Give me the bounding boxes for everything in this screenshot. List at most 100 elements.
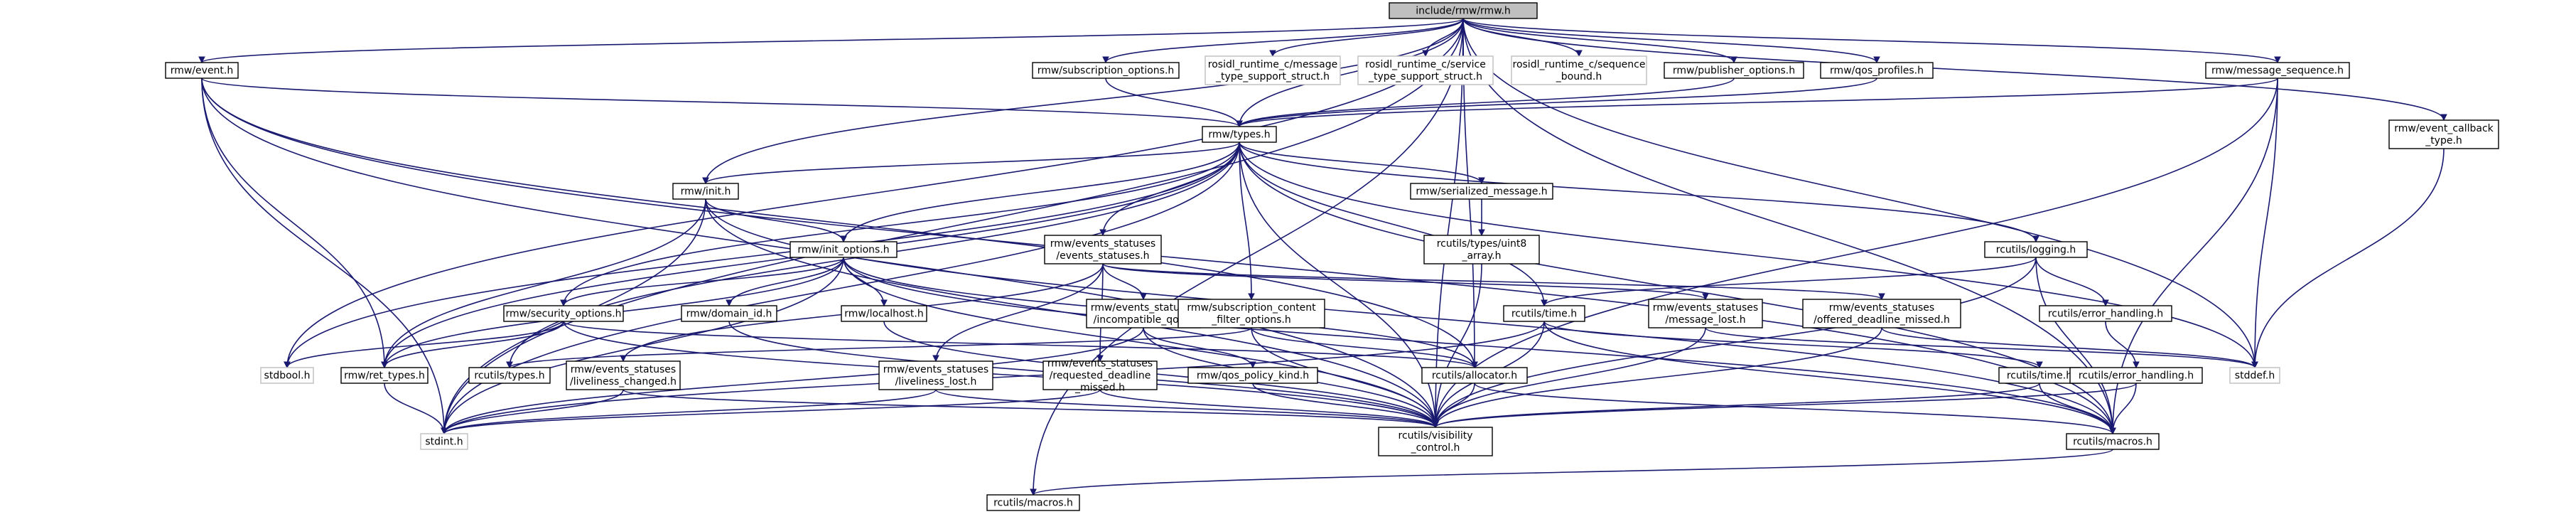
node-msg-seq[interactable]: rmw/message_sequence.h (2205, 62, 2350, 79)
node-label: _type_support_struct.h (1215, 71, 1330, 82)
node-rosidl-msg[interactable]: rosidl_runtime_c/message_type_support_st… (1205, 55, 1341, 85)
node-err-handling-outer[interactable]: rcutils/error_handling.h (2039, 305, 2172, 322)
edge-security-to-stdbool (286, 321, 564, 368)
edge-init-to-ret_types (384, 198, 706, 368)
node-types[interactable]: rmw/types.h (1202, 126, 1277, 143)
node-stdint[interactable]: stdint.h (420, 433, 468, 450)
node-label: rmw/events_statuses (571, 364, 676, 375)
node-box[interactable] (1187, 367, 1318, 384)
node-box[interactable] (1044, 235, 1162, 264)
node-security[interactable]: rmw/security_options.h (503, 305, 624, 322)
node-label: rmw/events_statuses (1091, 302, 1196, 314)
node-pub-opts[interactable]: rmw/publisher_options.h (1664, 62, 1804, 79)
node-label: rmw/qos_profiles.h (1830, 65, 1924, 77)
node-box[interactable] (420, 433, 468, 450)
node-liveliness-changed[interactable]: rmw/events_statuses/liveliness_changed.h (566, 360, 681, 390)
node-qos-kind[interactable]: rmw/qos_policy_kind.h (1187, 367, 1318, 384)
node-box[interactable] (841, 305, 927, 322)
node-serialized[interactable]: rmw/serialized_message.h (1410, 183, 1553, 200)
node-box[interactable] (340, 367, 429, 384)
edge-liveliness_lost-to-stdint (443, 389, 937, 434)
node-box[interactable] (2066, 433, 2160, 450)
node-stdbool[interactable]: stdbool.h (260, 367, 314, 384)
node-box[interactable] (789, 241, 898, 258)
node-box[interactable] (878, 360, 993, 390)
node-box[interactable] (1378, 427, 1493, 456)
node-box[interactable] (1503, 305, 1585, 322)
node-event[interactable]: rmw/event.h (165, 62, 239, 79)
node-box[interactable] (1511, 55, 1647, 85)
node-box[interactable] (1984, 241, 2088, 258)
node-box[interactable] (566, 360, 681, 390)
node-box[interactable] (1032, 62, 1180, 79)
node-init-opts[interactable]: rmw/init_options.h (789, 241, 898, 258)
edge-rmw-to-stdbool (286, 18, 1464, 368)
node-rmw[interactable]: include/rmw/rmw.h (1389, 2, 1538, 19)
edge-rc_time2-to-visibility (1435, 383, 2040, 428)
node-box[interactable] (1042, 360, 1158, 390)
node-logging[interactable]: rcutils/logging.h (1984, 241, 2088, 258)
node-ret-types[interactable]: rmw/ret_types.h (340, 367, 429, 384)
dependency-nodes: include/rmw/rmw.h rmw/event.h rmw/subscrip… (165, 2, 2499, 511)
node-box[interactable] (468, 367, 551, 384)
node-label: rmw/events_statuses (1050, 238, 1155, 250)
node-sub-opts[interactable]: rmw/subscription_options.h (1032, 62, 1180, 79)
node-localhost[interactable]: rmw/localhost.h (841, 305, 927, 322)
node-visibility[interactable]: rcutils/visibility_control.h (1378, 427, 1493, 456)
node-event-cb[interactable]: rmw/event_callback_type.h (2388, 119, 2499, 149)
node-uint8-array[interactable]: rcutils/types/uint8_array.h (1423, 235, 1540, 264)
node-box[interactable] (1802, 299, 1961, 328)
node-box[interactable] (986, 494, 1080, 511)
node-box[interactable] (503, 305, 624, 322)
edge-req_deadline-to-visibility (1099, 389, 1436, 428)
node-box[interactable] (2388, 119, 2499, 149)
edge-arrowhead (1878, 293, 1885, 301)
node-rosidl-seq[interactable]: rosidl_runtime_c/sequence_bound.h (1511, 55, 1647, 85)
node-domain-id[interactable]: rmw/domain_id.h (681, 305, 777, 322)
node-sub-filter[interactable]: rmw/subscription_content_filter_options.… (1177, 299, 1325, 328)
node-box[interactable] (2069, 367, 2203, 384)
node-init[interactable]: rmw/init.h (672, 183, 739, 200)
node-rc-time-h[interactable]: rcutils/time.h (1503, 305, 1585, 322)
node-box[interactable] (1648, 299, 1763, 328)
node-macros-bottom[interactable]: rcutils/macros.h (986, 494, 1080, 511)
node-box[interactable] (1820, 62, 1934, 79)
node-box[interactable] (2039, 305, 2172, 322)
node-box[interactable] (165, 62, 239, 79)
node-box[interactable] (1664, 62, 1804, 79)
node-rc-types[interactable]: rcutils/types.h (468, 367, 551, 384)
node-stddef[interactable]: stddef.h (2229, 367, 2280, 384)
node-label: _type.h (2425, 135, 2462, 146)
node-box[interactable] (2205, 62, 2350, 79)
node-offered[interactable]: rmw/events_statuses/offered_deadline_mis… (1802, 299, 1961, 328)
edge-arrowhead (932, 355, 939, 363)
node-err-handling[interactable]: rcutils/error_handling.h (2069, 367, 2203, 384)
node-box[interactable] (1410, 183, 1553, 200)
node-box[interactable] (1357, 55, 1494, 85)
node-qos-profiles[interactable]: rmw/qos_profiles.h (1820, 62, 1934, 79)
node-box[interactable] (1205, 55, 1341, 85)
node-box[interactable] (2229, 367, 2280, 384)
node-msg-lost[interactable]: rmw/events_statuses/message_lost.h (1648, 299, 1763, 328)
node-allocator[interactable]: rcutils/allocator.h (1421, 367, 1528, 384)
node-req-deadline[interactable]: rmw/events_statuses/requested_deadline_m… (1042, 358, 1158, 394)
node-box[interactable] (681, 305, 777, 322)
node-label: /message_lost.h (1665, 314, 1745, 326)
node-label: _array.h (1461, 250, 1501, 262)
node-box[interactable] (1423, 235, 1540, 264)
node-liveliness-lost[interactable]: rmw/events_statuses/liveliness_lost.h (878, 360, 993, 390)
node-rc-time2[interactable]: rcutils/time.h (1998, 367, 2081, 384)
node-macros[interactable]: rcutils/macros.h (2066, 433, 2160, 450)
node-box[interactable] (672, 183, 739, 200)
node-label: _filter_options.h (1211, 314, 1290, 326)
node-box[interactable] (1202, 126, 1277, 143)
dependency-edges (198, 18, 2447, 496)
edge-types-to-security (563, 141, 1240, 306)
node-box[interactable] (260, 367, 314, 384)
node-rosidl-srv[interactable]: rosidl_runtime_c/service_type_support_st… (1357, 55, 1494, 85)
node-box[interactable] (1389, 2, 1538, 19)
node-box[interactable] (1421, 367, 1528, 384)
node-box[interactable] (1177, 299, 1325, 328)
node-ev-statuses[interactable]: rmw/events_statuses/events_statuses.h (1044, 235, 1162, 264)
edge-msg_seq-to-visibility (1435, 77, 2278, 428)
